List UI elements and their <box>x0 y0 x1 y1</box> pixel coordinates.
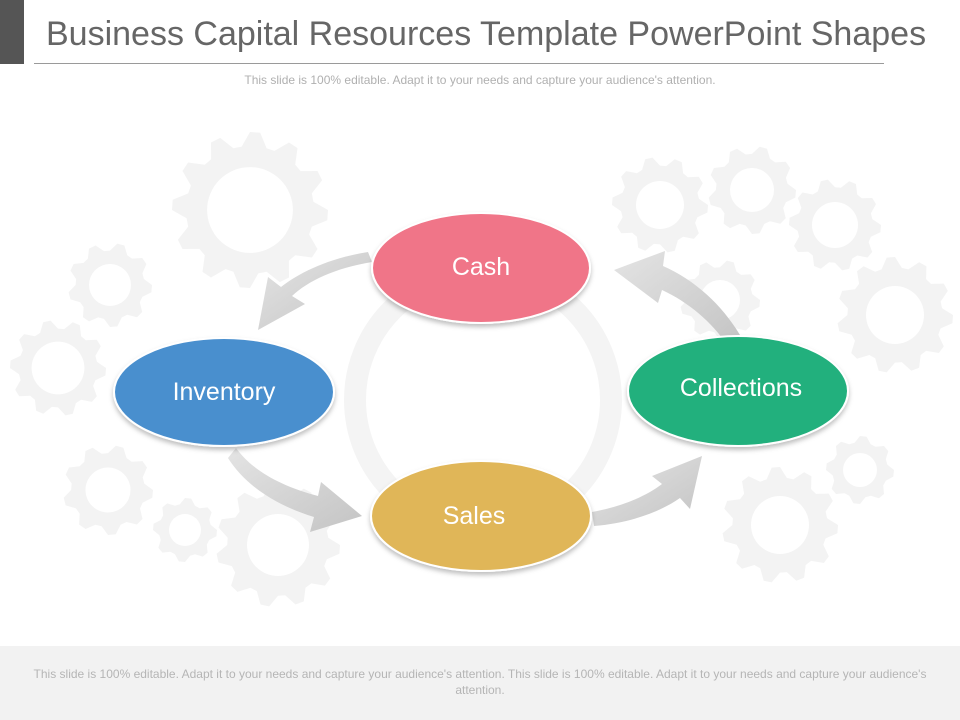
footer-band: This slide is 100% editable. Adapt it to… <box>0 646 960 720</box>
gear-hole <box>812 202 858 248</box>
gear-hole <box>89 264 131 306</box>
gear-hole <box>866 286 924 344</box>
node-collections-label: Collections <box>680 374 802 402</box>
node-inventory-label: Inventory <box>173 378 276 406</box>
gear-hole <box>247 514 309 576</box>
node-inventory[interactable]: Inventory <box>113 337 335 447</box>
gear-hole <box>85 467 131 513</box>
node-cash-label: Cash <box>452 253 510 281</box>
node-cash-shape <box>371 212 591 324</box>
arrow-collections-to-cash <box>614 251 740 345</box>
arrow-sales-to-collections <box>592 456 702 526</box>
node-cash[interactable]: Cash <box>371 212 591 324</box>
arrow-inventory-to-sales <box>228 448 362 532</box>
gear-hole <box>31 341 85 395</box>
node-inventory-shape <box>113 337 335 447</box>
node-sales-label: Sales <box>443 502 506 530</box>
cycle-diagram: Cash Inventory Sales Collections <box>10 132 953 607</box>
slide-subtitle: This slide is 100% editable. Adapt it to… <box>244 73 716 87</box>
gear-hole <box>207 167 293 253</box>
title-divider <box>34 63 884 64</box>
arrow-cash-to-inventory <box>258 252 372 330</box>
slide-title: Business Capital Resources Template Powe… <box>46 15 927 53</box>
gear-hole <box>843 453 877 487</box>
title-accent-bar <box>0 0 24 64</box>
node-sales[interactable]: Sales <box>370 460 592 572</box>
gear-hole <box>751 496 809 554</box>
node-collections[interactable]: Collections <box>627 335 849 447</box>
node-sales-shape <box>370 460 592 572</box>
gear-hole <box>730 168 774 212</box>
gear-hole <box>169 514 201 546</box>
gear-hole <box>636 181 684 229</box>
footer-text: This slide is 100% editable. Adapt it to… <box>33 667 927 697</box>
node-collections-shape <box>627 335 849 447</box>
